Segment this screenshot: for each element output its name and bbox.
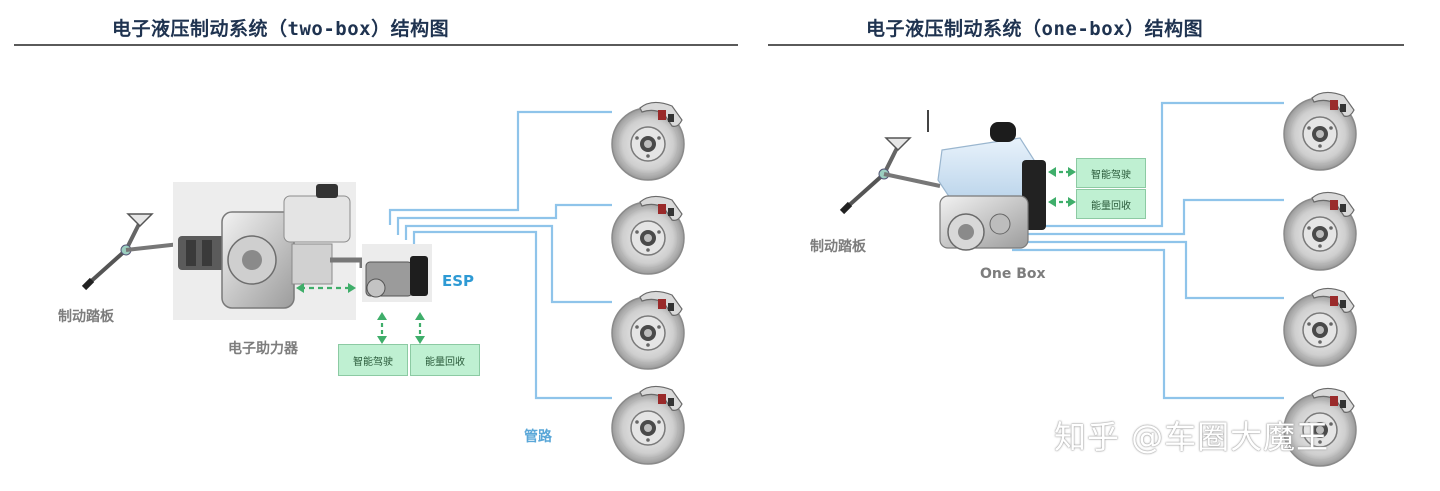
smart-driving-box-left: 智能驾驶 — [338, 344, 408, 376]
brake-disc-r-rear-left — [1283, 287, 1357, 367]
one-box-label: One Box — [980, 266, 1046, 282]
one-box-unit — [937, 122, 1046, 251]
one-box-arrows — [1048, 167, 1076, 207]
brake-disc-r-front-right — [1283, 191, 1357, 271]
left-brake-discs — [611, 101, 685, 465]
pipeline-label: 管路 — [524, 429, 552, 445]
smart-driving-box-right: 智能驾驶 — [1076, 158, 1146, 188]
brake-disc-r-front-left — [1283, 91, 1357, 171]
pipe-to-wheel-r2 — [1012, 198, 1284, 236]
esp-unit — [362, 244, 432, 302]
brake-disc-rear-right — [611, 385, 685, 465]
booster-label: 电子助力器 — [228, 341, 298, 357]
one-box-title: 电子液压制动系统（one-box）结构图 — [866, 18, 1204, 40]
pipe-to-wheel-2 — [396, 203, 612, 235]
right-title-rule — [768, 44, 1404, 46]
two-box-title: 电子液压制动系统（two-box）结构图 — [112, 18, 450, 40]
brake-pedal-label-right: 制动踏板 — [810, 239, 866, 255]
brake-pedal-label-left: 制动踏板 — [58, 309, 114, 325]
brake-disc-front-right — [611, 195, 685, 275]
pipe-to-wheel-1 — [388, 110, 612, 225]
right-pipelines — [1012, 101, 1284, 400]
pipe-to-wheel-r1 — [1012, 101, 1284, 228]
right-brake-discs — [1283, 91, 1357, 467]
energy-recovery-box-left: 能量回收 — [410, 344, 480, 376]
esp-label: ESP — [442, 272, 475, 290]
two-box-arrows — [296, 283, 425, 344]
electronic-booster — [173, 182, 356, 320]
pipe-to-wheel-4 — [412, 230, 612, 400]
pipe-to-wheel-r4 — [1012, 248, 1284, 400]
pipe-to-wheel-3 — [404, 224, 612, 304]
pipe-to-wheel-r3 — [1012, 240, 1284, 300]
left-pipelines — [388, 110, 612, 400]
zhihu-watermark: 知乎 @车圈大魔王 — [1054, 418, 1330, 456]
energy-recovery-box-right: 能量回收 — [1076, 189, 1146, 219]
brake-pedal-right — [842, 138, 910, 212]
brake-disc-front-left — [611, 101, 685, 181]
left-title-rule — [14, 44, 738, 46]
brake-pedal-left — [84, 214, 152, 288]
brake-disc-rear-left — [611, 290, 685, 370]
